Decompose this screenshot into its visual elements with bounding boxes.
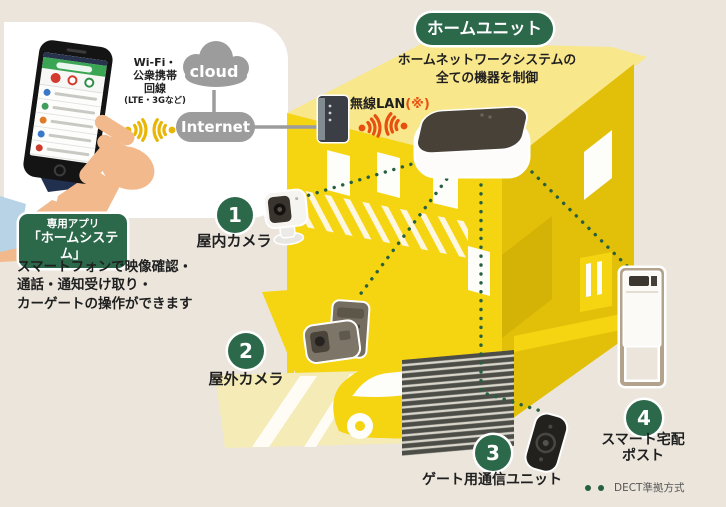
legend-dot-icon <box>585 484 591 491</box>
wifi-line-label: Wi-Fi・ 公衆携帯 回線 (LTE・3Gなど) <box>110 56 200 108</box>
car <box>333 359 453 439</box>
dect-dotted-links <box>304 152 633 414</box>
device-label-delivery-post-line2: ポスト <box>622 448 664 464</box>
wifi-line-2: 公衆携帯 <box>133 69 177 82</box>
home-unit-subtitle-line1: ホームネットワークシステムの <box>397 53 577 68</box>
device-number-1: 1 <box>217 197 253 233</box>
cloud-label: cloud <box>189 62 239 81</box>
app-icon-alert <box>66 74 79 86</box>
device-number-2: 2 <box>228 333 264 369</box>
gate <box>402 252 650 456</box>
wireless-lan-label: 無線LAN(※) <box>350 93 430 112</box>
wifi-line-3: 回線 <box>144 82 166 95</box>
device-label-delivery-post-line1: スマート宅配 <box>601 432 685 448</box>
home-unit-device <box>413 106 531 179</box>
app-badge-line1: 専用アプリ <box>46 218 100 230</box>
dect-line-indoor-camera <box>304 152 447 198</box>
wireless-lan-note: (※) <box>405 97 430 112</box>
internet-label: Internet <box>180 118 251 136</box>
device-label-gate-unit: ゲート用通信ユニット <box>422 472 562 488</box>
router-device <box>316 94 350 144</box>
device-number-3: 3 <box>475 435 511 471</box>
home-unit-subtitle-line2: 全ての機器を制御 <box>435 70 539 86</box>
app-description-line1: スマートフォンで映像確認・ <box>17 259 193 275</box>
home-unit-subtitle: ホームネットワークシステムの 全ての機器を制御 <box>392 52 582 87</box>
device-number-4: 4 <box>626 400 662 436</box>
phone-home-button <box>53 163 67 178</box>
dect-line-delivery-post <box>530 170 633 272</box>
device-label-outdoor-camera: 屋外カメラ <box>208 370 284 388</box>
gate-unit-device <box>524 412 569 473</box>
wifi-line-1: Wi-Fi・ <box>133 56 177 69</box>
device-label-indoor-camera: 屋内カメラ <box>196 232 272 250</box>
wifi-waves-orange-icon <box>358 112 408 138</box>
legend-label: DECT準拠方式 <box>614 482 685 494</box>
delivery-post-device <box>617 265 667 389</box>
legend-dot-icon <box>598 484 604 491</box>
dect-line-outdoor-camera <box>354 170 454 302</box>
app-description: スマートフォンで映像確認・ 通話・通知受け取り・ カーゲートの操作ができます <box>17 258 193 313</box>
app-description-line3: カーゲートの操作ができます <box>17 295 193 312</box>
app-icon-home <box>83 77 96 89</box>
app-description-line2: 通話・通知受け取り・ <box>17 277 152 294</box>
outdoor-camera-device <box>302 299 371 365</box>
phone-speaker <box>66 48 87 54</box>
dect-legend: DECT準拠方式 <box>585 480 684 495</box>
wifi-line-4: (LTE・3Gなど) <box>124 96 186 106</box>
carport <box>262 190 468 438</box>
phone-screen <box>29 52 108 164</box>
home-unit-badge: ホームユニット <box>416 13 553 45</box>
app-icon-record <box>49 72 61 84</box>
device-label-delivery-post: スマート宅配 ポスト <box>593 432 693 464</box>
wireless-lan-text: 無線LAN <box>350 97 406 112</box>
dect-line-gate-unit <box>479 174 546 414</box>
house <box>287 42 647 426</box>
